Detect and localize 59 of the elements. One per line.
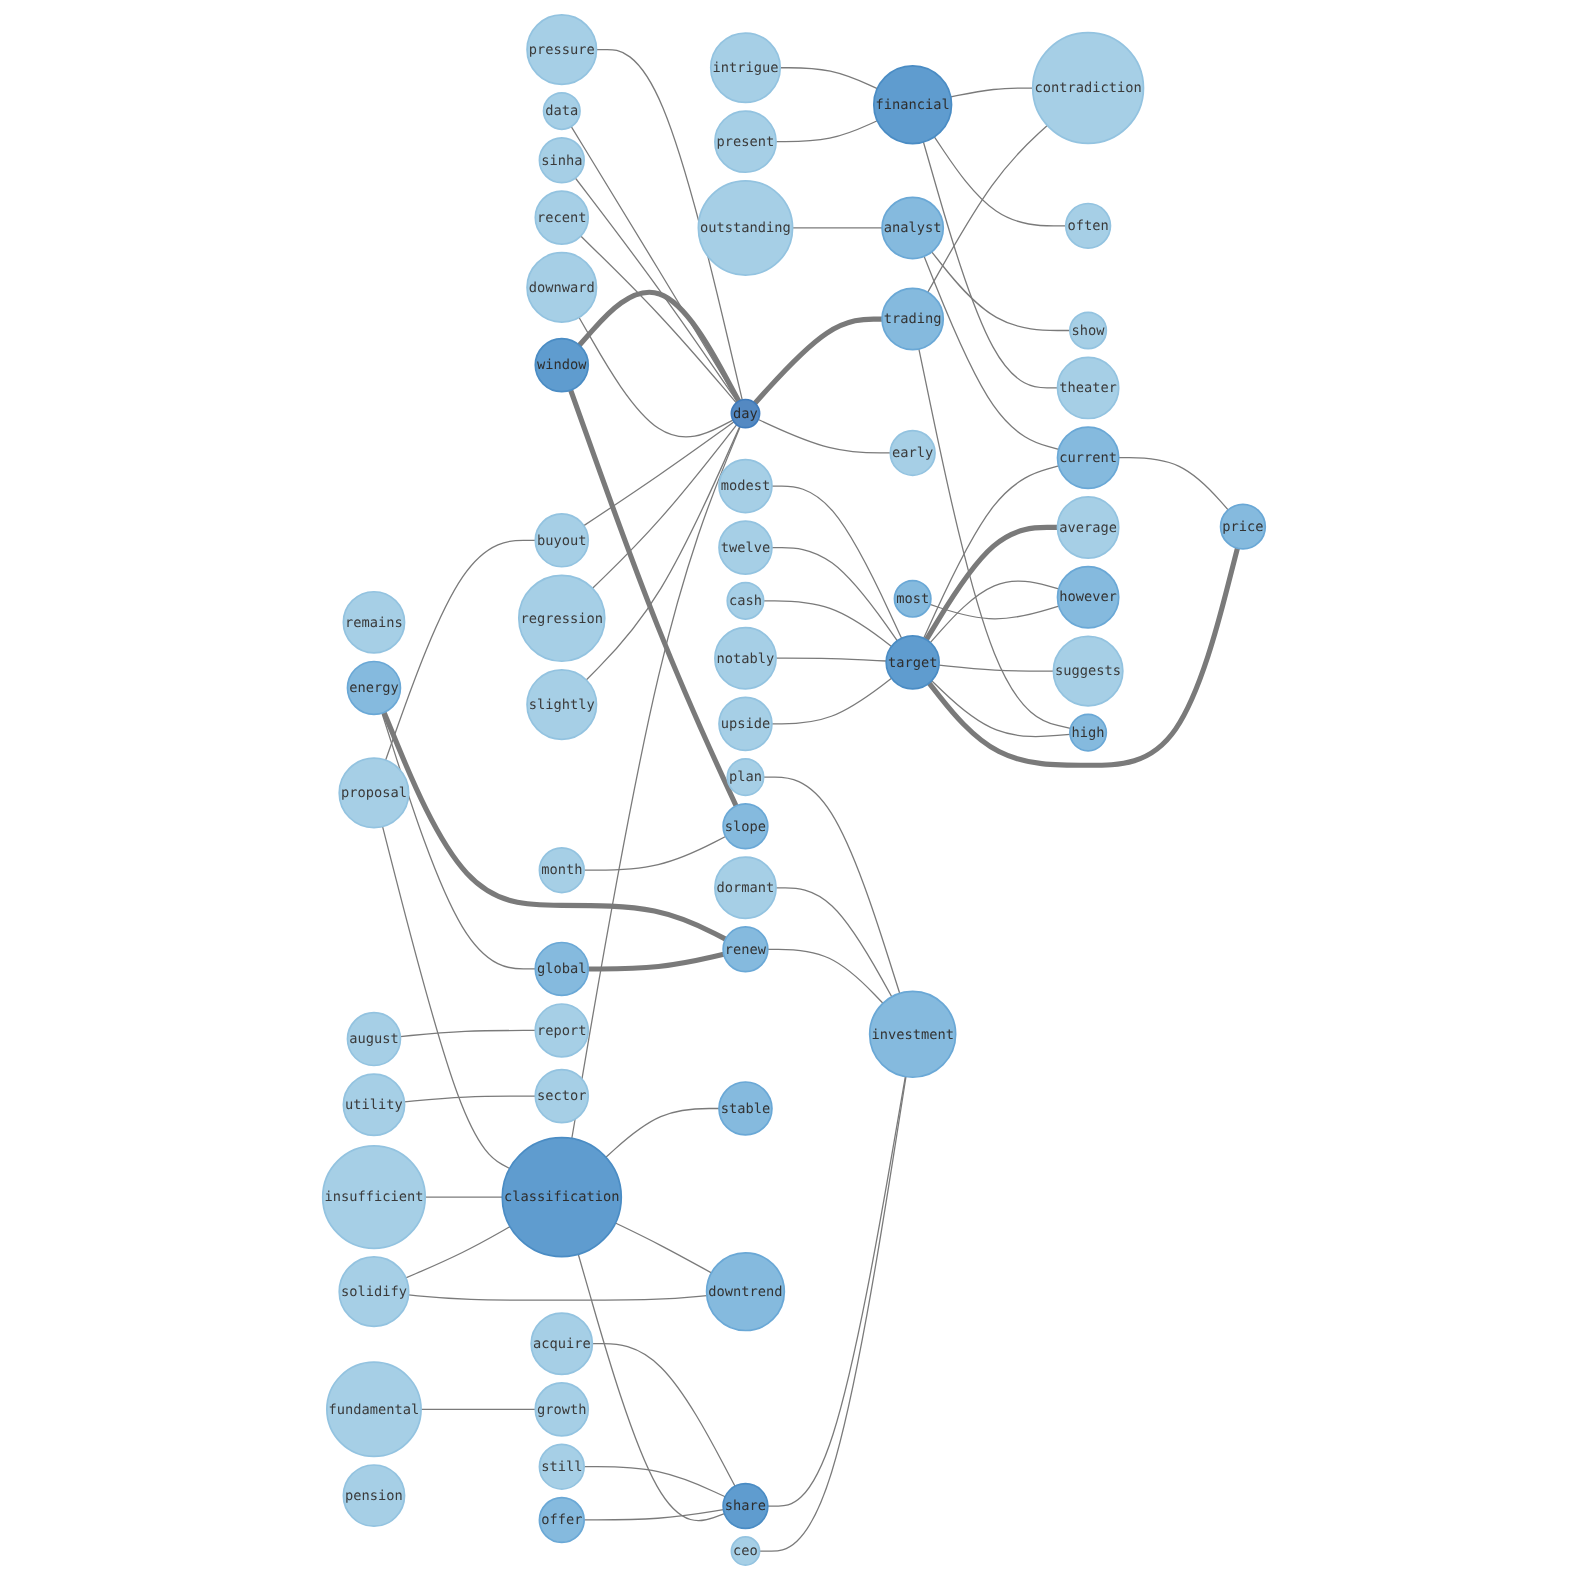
connector (775, 887, 893, 998)
connector (753, 316, 883, 405)
connector (605, 1107, 720, 1158)
connector (775, 120, 878, 143)
connector (420, 1408, 536, 1410)
connector (595, 48, 743, 401)
connector (938, 664, 1055, 672)
connector (933, 136, 1067, 227)
connector (918, 348, 1072, 730)
connector (577, 1253, 726, 1522)
connector (591, 424, 738, 589)
connector (405, 1225, 511, 1279)
connector (929, 580, 1060, 644)
connector (403, 1095, 536, 1103)
connector (424, 1196, 503, 1198)
connector (950, 87, 1034, 98)
connector (791, 227, 883, 229)
connector (583, 421, 735, 527)
connector (580, 235, 737, 404)
connector (381, 711, 727, 942)
connector (763, 600, 893, 648)
connector (407, 1294, 708, 1301)
connector (927, 547, 1240, 768)
connector (583, 835, 727, 871)
connector (922, 141, 1059, 389)
connector (583, 1509, 725, 1521)
connector (384, 539, 536, 761)
connector (767, 1076, 906, 1507)
connector (583, 1466, 726, 1498)
connector (929, 603, 1060, 620)
connector (758, 1076, 907, 1552)
connector (614, 1222, 713, 1274)
connector (775, 657, 887, 662)
connector (568, 389, 739, 808)
connector (771, 485, 903, 639)
connector (571, 426, 741, 1140)
connector (585, 425, 741, 681)
connector (923, 465, 1060, 639)
connector (767, 948, 884, 1004)
connector (757, 418, 891, 454)
connector (924, 524, 1058, 641)
connector (763, 776, 901, 994)
connector (591, 1343, 736, 1487)
connector (577, 289, 742, 403)
connector (574, 177, 739, 403)
connector (381, 712, 536, 970)
connector (399, 1029, 536, 1038)
connector (381, 825, 511, 1170)
connector (588, 951, 725, 972)
connector (578, 316, 734, 438)
connector (923, 255, 1060, 451)
connector (779, 67, 878, 90)
connector (931, 251, 1071, 332)
connector (1118, 457, 1229, 511)
connector (927, 124, 1048, 294)
connector (570, 126, 739, 403)
connector (931, 680, 1071, 738)
connector (771, 546, 898, 642)
connector (771, 677, 893, 725)
